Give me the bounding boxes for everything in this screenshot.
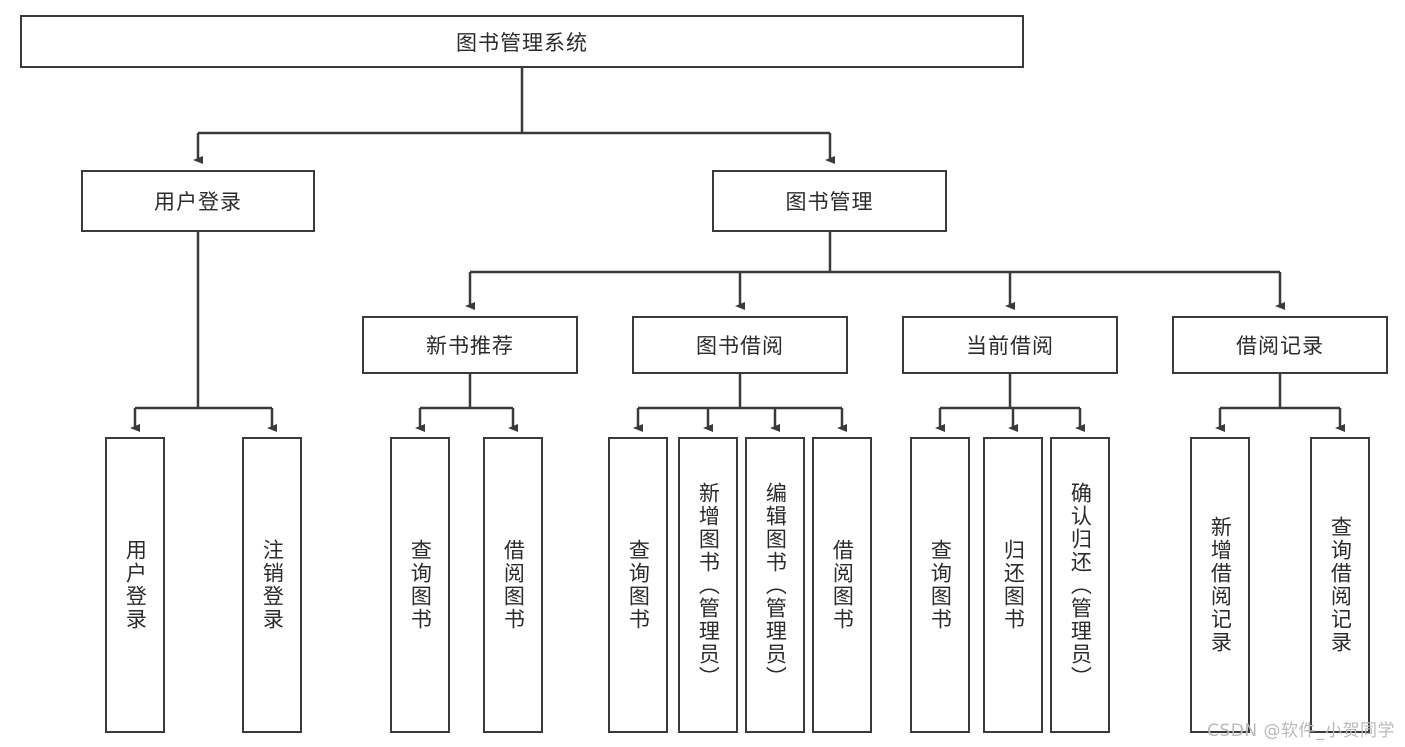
node-new-book-recommend[interactable]: 新书推荐 [362, 316, 578, 374]
leaf-book-borrow-borrow-book[interactable]: 借阅图书 [812, 437, 872, 733]
leaf-book-borrow-query-book[interactable]: 查询图书 [608, 437, 668, 733]
leaf-label: 新增借阅记录 [1208, 516, 1233, 654]
leaf-label: 归还图书 [1001, 539, 1026, 631]
leaf-current-borrow-confirm-return[interactable]: 确认归还（管理员） [1050, 437, 1110, 733]
leaf-user-login-logout[interactable]: 注销登录 [242, 437, 302, 733]
leaf-label: 查询图书 [928, 539, 953, 631]
leaf-label: 查询借阅记录 [1328, 516, 1353, 654]
node-user-login[interactable]: 用户登录 [81, 170, 315, 232]
leaf-book-borrow-add-book[interactable]: 新增图书（管理员） [678, 437, 738, 733]
leaf-label: 查询图书 [626, 539, 651, 631]
leaf-label: 编辑图书（管理员） [763, 481, 788, 689]
leaf-borrow-record-add-record[interactable]: 新增借阅记录 [1190, 437, 1250, 733]
node-borrow-record[interactable]: 借阅记录 [1172, 316, 1388, 374]
leaf-new-book-borrow-book[interactable]: 借阅图书 [483, 437, 543, 733]
leaf-label: 注销登录 [260, 539, 285, 631]
leaf-new-book-query-book[interactable]: 查询图书 [390, 437, 450, 733]
node-book-borrow[interactable]: 图书借阅 [632, 316, 848, 374]
leaf-label: 用户登录 [123, 539, 148, 631]
leaf-current-borrow-return-book[interactable]: 归还图书 [983, 437, 1043, 733]
leaf-label: 新增图书（管理员） [696, 481, 721, 689]
leaf-current-borrow-query-book[interactable]: 查询图书 [910, 437, 970, 733]
leaf-label: 确认归还（管理员） [1068, 481, 1093, 689]
node-book-manage[interactable]: 图书管理 [712, 170, 947, 232]
leaf-user-login-user-login[interactable]: 用户登录 [105, 437, 165, 733]
leaf-label: 借阅图书 [830, 539, 855, 631]
leaf-label: 借阅图书 [501, 539, 526, 631]
node-current-borrow[interactable]: 当前借阅 [902, 316, 1118, 374]
leaf-borrow-record-query-record[interactable]: 查询借阅记录 [1310, 437, 1370, 733]
watermark-text: CSDN @软件_小贺同学 [1207, 721, 1395, 741]
leaf-book-borrow-edit-book[interactable]: 编辑图书（管理员） [745, 437, 805, 733]
leaf-label: 查询图书 [408, 539, 433, 631]
node-root[interactable]: 图书管理系统 [20, 15, 1024, 68]
